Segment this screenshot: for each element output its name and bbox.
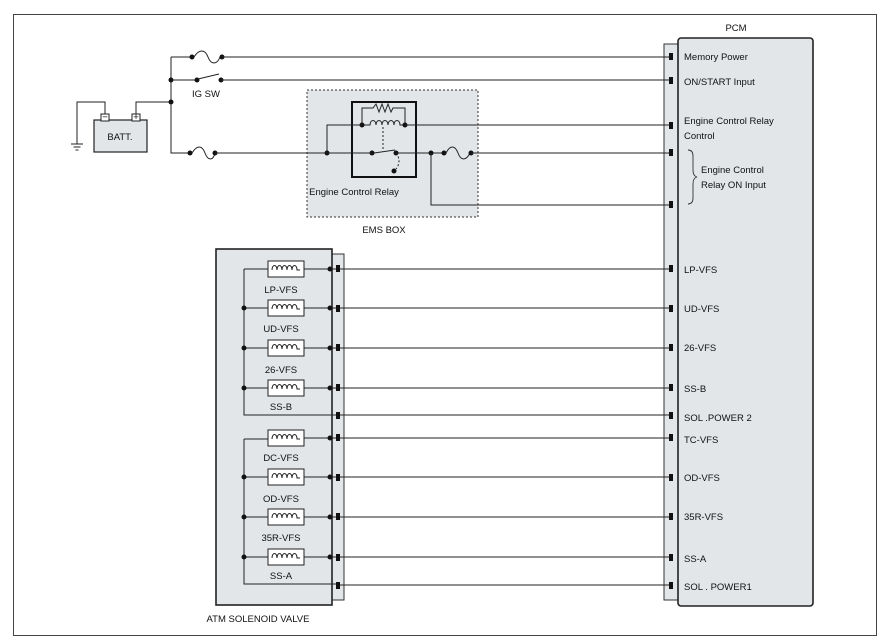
pcm-pin-35r-vfs: 35R-VFS [684,512,723,523]
solenoid-label-26-vfs: 26-VFS [265,365,297,376]
pcm-pin-ud-vfs: UD-VFS [684,304,719,315]
battery-label: BATT. [107,132,132,143]
ig-switch-icon [171,73,224,83]
pcm-pin-od-vfs: OD-VFS [684,473,720,484]
solenoid-valve-label: ATM SOLENOID VALVE [207,614,310,625]
ems-box [306,89,479,218]
ground-icon [71,101,106,151]
pcm-pin-ss-a: SS-A [684,554,707,565]
solenoid-26-vfs [241,339,339,357]
pcm-pin-tc-vfs: TC-VFS [684,435,718,446]
battery-positive-wire [135,101,171,114]
brace-icon [687,149,698,205]
pcm-pin-ss-b: SS-B [684,384,706,395]
pcm-pin-on-start-input: ON/START Input [684,77,755,88]
solenoid-label-lp-vfs: LP-VFS [264,285,297,296]
solenoid-group-1-bus [243,269,339,416]
relay-coil-supply-wire [326,124,362,153]
solenoid-label-ss-a: SS-A [270,571,293,582]
pcm-box [677,37,814,607]
ems-box-label: EMS BOX [362,225,406,236]
pcm-pin-terminals [669,53,673,589]
solenoid-label-ud-vfs: UD-VFS [263,324,298,335]
pcm-pin-sol-power-2: SOL .POWER 2 [684,413,752,424]
solenoid-ss-b [241,379,339,397]
pcm-relay-on-input-1: Engine Control [701,165,764,176]
solenoid-label-dc-vfs: DC-VFS [263,453,298,464]
outer-frame [13,14,877,636]
relay-label: Engine Control Relay [309,187,399,198]
svg-text:−: − [102,112,108,123]
svg-text:+: + [133,112,139,123]
ig-switch-label: IG SW [192,89,220,100]
solenoid-label-ss-b: SS-B [270,402,292,413]
pcm-pin-relay-control-1: Engine Control Relay [684,116,774,127]
solenoid-od-vfs [241,468,339,486]
memory-power-fuse-icon [171,50,225,64]
solenoid-label-od-vfs: OD-VFS [263,494,299,505]
pcm-title: PCM [725,23,746,34]
solenoid-dc-vfs [244,429,339,447]
relay-feed-fuse-icon [187,146,218,160]
solenoid-35r-vfs [241,508,339,526]
solenoid-ud-vfs [241,299,339,317]
solenoid-pin-terminals [336,265,340,589]
pcm-pin-26-vfs: 26-VFS [684,343,716,354]
solenoid-ss-a [241,548,339,566]
pcm-pin-relay-control-2: Control [684,131,715,142]
solenoid-lp-vfs [244,260,339,278]
pcm-relay-on-input-2: Relay ON Input [701,180,766,191]
relay-output-fuse-icon [445,146,471,160]
pcm-pin-sol-power-1: SOL . POWER1 [684,582,752,593]
engine-control-relay [351,101,417,178]
solenoid-label-35r-vfs: 35R-VFS [261,533,300,544]
pcm-pin-memory-power: Memory Power [684,52,748,63]
main-bus-wire [170,57,190,154]
pcm-pin-lp-vfs: LP-VFS [684,265,717,276]
battery: − + BATT. [93,112,148,153]
solenoid-group-2-bus [243,439,339,585]
relay-on-input-wire-2 [430,153,669,206]
harness-wires [340,268,669,586]
